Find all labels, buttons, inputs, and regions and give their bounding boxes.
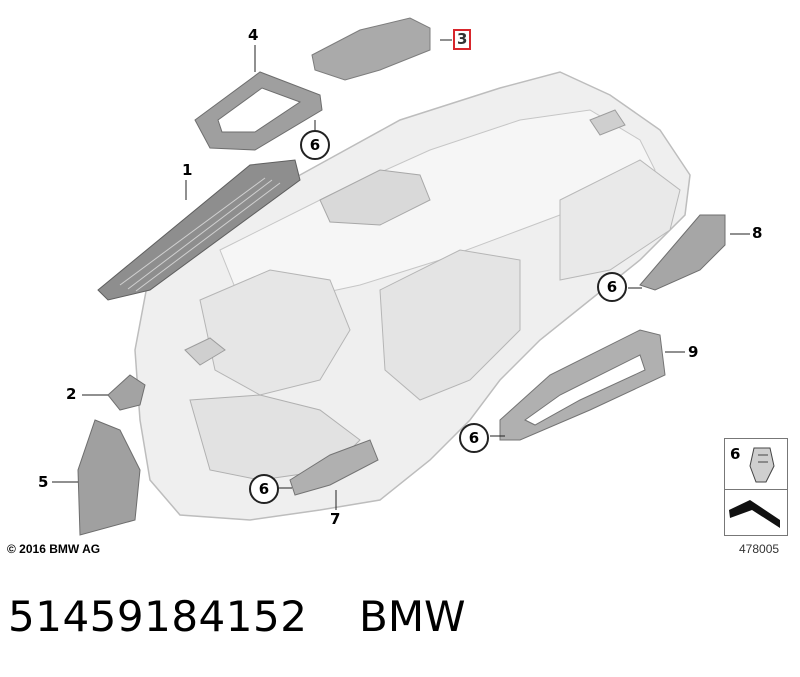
diagram-id: 478005 — [739, 542, 780, 556]
legend-box: 6 — [724, 438, 788, 536]
part-9-trim-strip — [499, 329, 666, 441]
callout-9: 9 — [688, 343, 699, 361]
callout-6-right: 6 — [597, 272, 627, 302]
callout-7: 7 — [330, 510, 341, 528]
part-1-grille-slats — [119, 177, 281, 292]
clip-icon — [749, 447, 775, 483]
copyright-text: © 2016 BMW AG — [7, 542, 101, 556]
callout-2: 2 — [66, 385, 77, 403]
callout-6-bottom: 6 — [249, 474, 279, 504]
center-top-vent — [319, 169, 431, 226]
callout-5: 5 — [38, 473, 49, 491]
callout-6-center: 6 — [459, 423, 489, 453]
part-4-display-frame — [194, 71, 323, 151]
part-5-end-trim — [77, 419, 141, 536]
brand-name: BMW — [359, 592, 466, 641]
callout-4: 4 — [248, 26, 259, 44]
left-body-vent — [184, 337, 226, 366]
callout-6-top: 6 — [300, 130, 330, 160]
part-2-side-vent — [107, 374, 146, 411]
right-top-vent — [589, 109, 626, 136]
legend-item-number: 6 — [730, 445, 741, 463]
part-3-top-cover — [311, 17, 431, 81]
callout-1: 1 — [182, 161, 193, 179]
cluster-recess — [199, 269, 351, 396]
bracket-icon — [729, 500, 780, 528]
center-stack-opening — [379, 249, 521, 401]
callout-8: 8 — [752, 224, 763, 242]
legend-divider — [725, 489, 787, 490]
part-8-right-trim — [639, 214, 726, 291]
part-7-small-strip — [289, 439, 379, 496]
passenger-side-panel — [559, 159, 681, 281]
part-1-vent-grille — [97, 159, 301, 301]
callout-3-highlighted[interactable]: 3 — [453, 29, 472, 50]
part-number: 51459184152 — [8, 592, 308, 641]
